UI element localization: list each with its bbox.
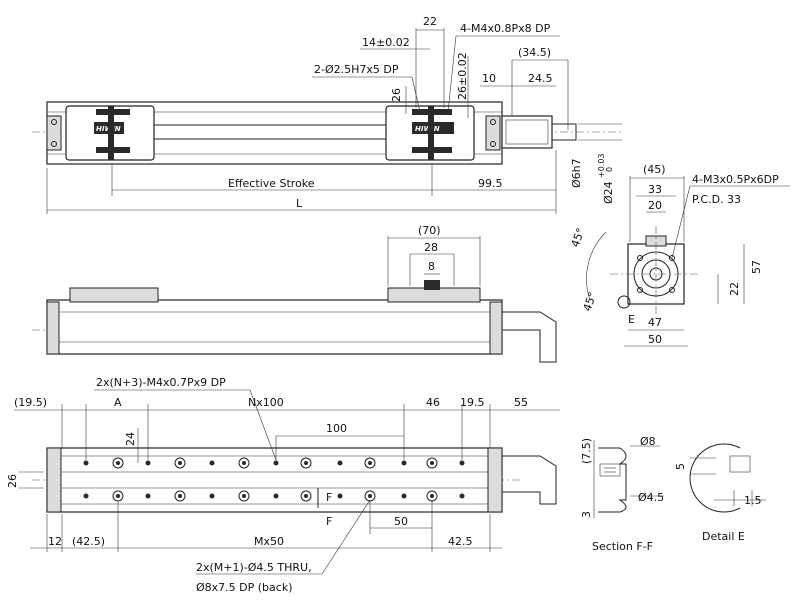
tolerance-zero: 0: [605, 167, 614, 172]
dim-shaft-6h7: Ø6h7: [570, 158, 583, 188]
label-E: E: [628, 313, 635, 326]
dim-34-5: (34.5): [518, 46, 551, 59]
dim-100: 100: [326, 422, 347, 435]
dim-14: 14±0.02: [362, 36, 410, 49]
tolerance-plus: +0.03: [597, 153, 606, 178]
dim-Mx50: Mx50: [254, 535, 284, 548]
dim-L: L: [296, 197, 303, 210]
label-A: A: [114, 396, 122, 409]
detail-e: 5 1.5 Detail E: [674, 443, 766, 543]
dim-99-5: 99.5: [478, 177, 503, 190]
logo-right: HIWIN: [415, 125, 440, 133]
dim-20: 20: [648, 199, 662, 212]
dim-28: 28: [424, 241, 438, 254]
dim-33: 33: [648, 183, 662, 196]
dim-45-paren: (45): [643, 163, 666, 176]
dim-phi4-5: Ø4.5: [638, 491, 664, 504]
dim-50-right: 50: [648, 333, 662, 346]
pin-holes-spec: 2-Ø2.5H7x5 DP: [314, 63, 399, 76]
section-f-f-label: Section F-F: [592, 540, 653, 553]
dim-70: (70): [418, 224, 441, 237]
flange-end-view: (45) 4-M3x0.5Px6DP P.C.D. 33 33 20 45° 4…: [569, 163, 790, 347]
angle-45-top: 45°: [569, 226, 588, 249]
dim-5: 5: [674, 463, 687, 470]
threaded-holes-row: [83, 460, 465, 499]
dim-19-5-left: (19.5): [14, 396, 47, 409]
dim-50-bottom: 50: [394, 515, 408, 528]
bottom-view: 2x(N+3)-M4x0.7Px9 DP (19.5) A Nx100 46 1…: [6, 376, 560, 594]
detail-e-label: Detail E: [702, 530, 745, 543]
dim-46: 46: [426, 396, 440, 409]
dim-47: 47: [648, 316, 662, 329]
label-F-top: F: [326, 491, 332, 504]
dim-3: 3: [580, 511, 593, 518]
dim-19-5-right: 19.5: [460, 396, 485, 409]
dim-42-5-left: (42.5): [72, 535, 105, 548]
thread-spec-flange: 4-M3x0.5Px6DP: [692, 173, 779, 186]
dim-24-5: 24.5: [528, 72, 553, 85]
dim-42-5-right: 42.5: [448, 535, 473, 548]
dim-22-top: 22: [423, 15, 437, 28]
dim-22-right: 22: [728, 282, 741, 296]
dim-55: 55: [514, 396, 528, 409]
holes-spec-bottom-2: Ø8x7.5 DP (back): [196, 581, 292, 594]
dim-7-5: (7.5): [580, 438, 593, 464]
dim-10: 10: [482, 72, 496, 85]
dim-57: 57: [750, 260, 763, 274]
section-f-f: (7.5) Ø8 3 Ø4.5 Section F-F: [580, 435, 664, 553]
holes-spec-bottom-1: 2x(M+1)-Ø4.5 THRU,: [196, 561, 312, 574]
top-view: HIWIN HIWIN: [32, 15, 622, 214]
side-view: (70) 28 8: [32, 224, 557, 363]
dim-Nx100: Nx100: [248, 396, 284, 409]
dim-shaft-24: Ø24: [602, 181, 615, 204]
angle-45-bottom: 45°: [581, 290, 600, 313]
thread-spec-top: 4-M4x0.8Px8 DP: [460, 22, 551, 35]
dim-26-vertical: 26: [390, 88, 403, 102]
effective-stroke-label: Effective Stroke: [228, 177, 315, 190]
dim-1-5: 1.5: [744, 494, 762, 507]
dim-8: 8: [428, 260, 435, 273]
holes-spec-top: 2x(N+3)-M4x0.7Px9 DP: [96, 376, 226, 389]
dim-phi8: Ø8: [640, 435, 656, 448]
dim-12: 12: [48, 535, 62, 548]
pcd-label: P.C.D. 33: [692, 193, 741, 206]
dim-24-left: 24: [124, 432, 137, 446]
dim-26-left: 26: [6, 474, 19, 488]
dim-26-tolerance: 26±0.02: [456, 52, 469, 100]
label-F-bottom: F: [326, 515, 332, 528]
